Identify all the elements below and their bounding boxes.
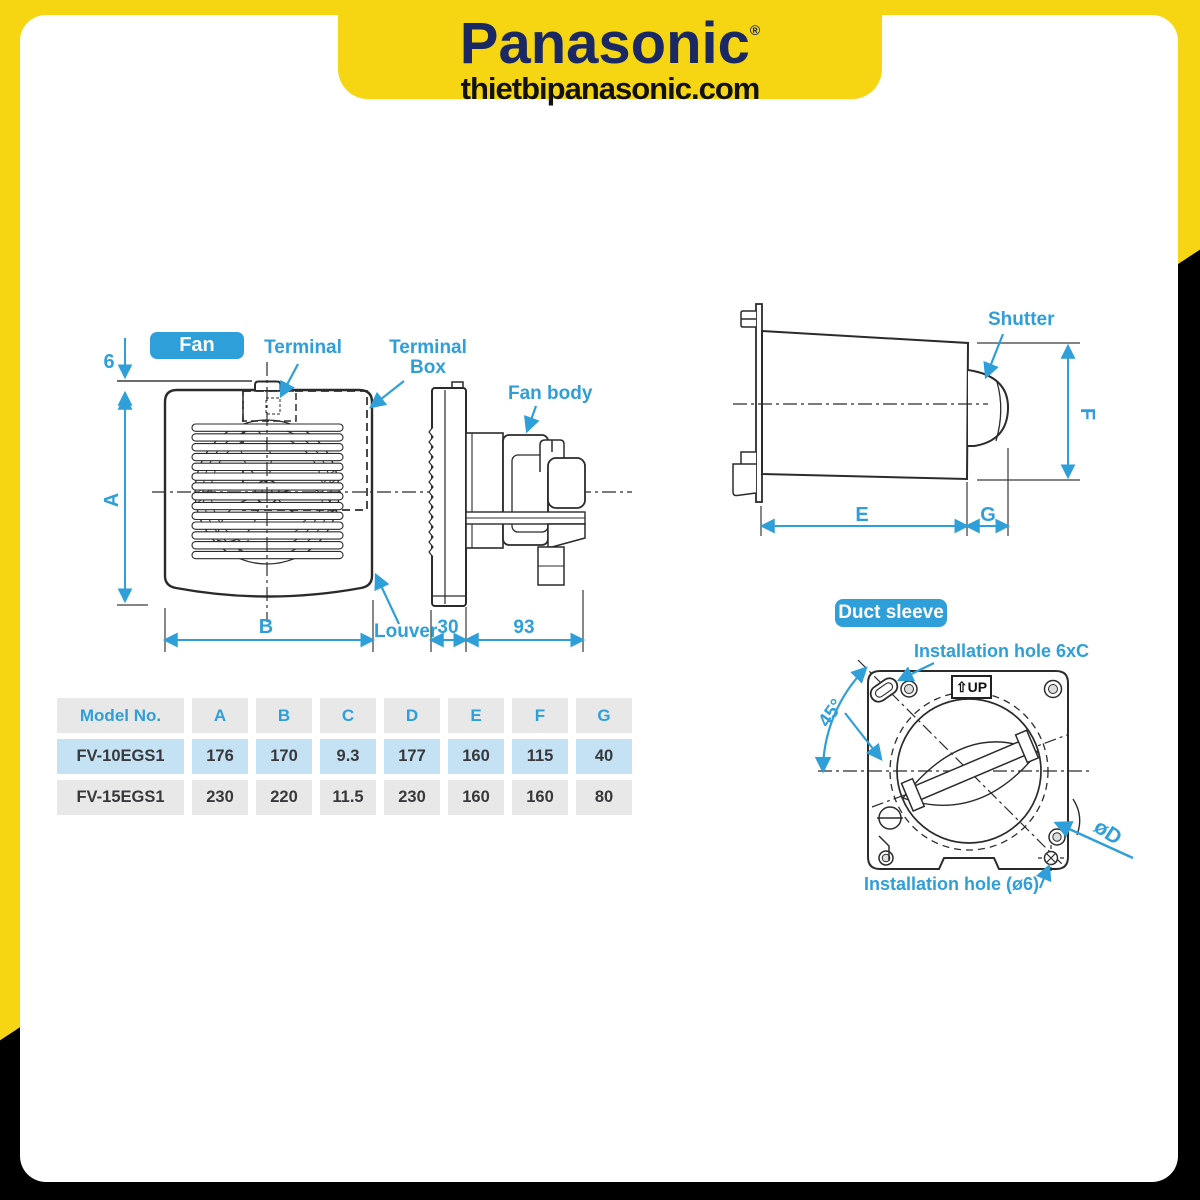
table-cell: 80: [576, 780, 632, 815]
table-cell: 230: [384, 780, 440, 815]
up-marking: ⇧UP: [951, 675, 992, 699]
content-card: [20, 15, 1178, 1182]
terminal-label: Terminal: [264, 337, 342, 358]
table-cell: 220: [256, 780, 312, 815]
dim-e: E: [855, 504, 868, 526]
dim-g: G: [980, 504, 996, 526]
header-cell: G: [576, 698, 632, 733]
dim-a: A: [101, 493, 123, 507]
model-cell: FV-10EGS1: [57, 739, 184, 774]
terminal-box-label: Terminal Box: [389, 337, 467, 378]
header-cell: D: [384, 698, 440, 733]
table-cell: 160: [448, 780, 504, 815]
header-cell: C: [320, 698, 376, 733]
table-row: FV-15EGS1 230 220 11.5 230 160 160 80: [57, 780, 632, 815]
brand-banner: Panasonic® thietbipanasonic.com: [338, 0, 882, 106]
fan-body-label: Fan body: [508, 383, 593, 404]
fan-badge: Fan: [150, 332, 244, 359]
duct-sleeve-front-view: [814, 659, 1134, 889]
header-cell: Model No.: [57, 698, 184, 733]
panasonic-logo: Panasonic®: [460, 2, 761, 73]
installation-hole-6xc-label: Installation hole 6xC: [914, 641, 1090, 661]
header-cell: B: [256, 698, 312, 733]
table-cell: 115: [512, 739, 568, 774]
table-cell: 11.5: [320, 780, 376, 815]
header-cell: A: [192, 698, 248, 733]
table-cell: 160: [448, 739, 504, 774]
model-cell: FV-15EGS1: [57, 780, 184, 815]
table-cell: 170: [256, 739, 312, 774]
table-header-row: Model No. A B C D E F G: [57, 698, 632, 733]
registered-mark: ®: [749, 22, 761, 38]
installation-hole-o6-label: Installation hole (ø6): [864, 874, 1040, 894]
duct-sleeve-side-view: [732, 303, 1080, 536]
dim-b: B: [259, 616, 273, 638]
table-cell: 40: [576, 739, 632, 774]
logo-text: Panasonic: [459, 11, 750, 76]
header-cell: E: [448, 698, 504, 733]
spec-table: Model No. A B C D E F G FV-10EGS1 176 17…: [49, 692, 640, 821]
table-row: FV-10EGS1 176 170 9.3 177 160 115 40: [57, 739, 632, 774]
table-cell: 160: [512, 780, 568, 815]
dim-30: 30: [437, 617, 458, 638]
shutter-label: Shutter: [988, 309, 1055, 330]
louver-label: Louver: [374, 621, 438, 642]
fan-side-view: [428, 381, 586, 652]
website-text: thietbipanasonic.com: [460, 71, 761, 106]
header-cell: F: [512, 698, 568, 733]
table-cell: 9.3: [320, 739, 376, 774]
dim-45: 45°: [815, 695, 849, 731]
table-cell: 230: [192, 780, 248, 815]
table-cell: 177: [384, 739, 440, 774]
fan-front-view: [117, 338, 632, 652]
dim-6: 6: [103, 351, 114, 373]
dim-f: F: [1076, 408, 1098, 420]
dim-od: øD: [1090, 815, 1126, 850]
duct-sleeve-badge: Duct sleeve: [835, 599, 947, 627]
table-cell: 176: [192, 739, 248, 774]
dim-93: 93: [513, 617, 534, 638]
